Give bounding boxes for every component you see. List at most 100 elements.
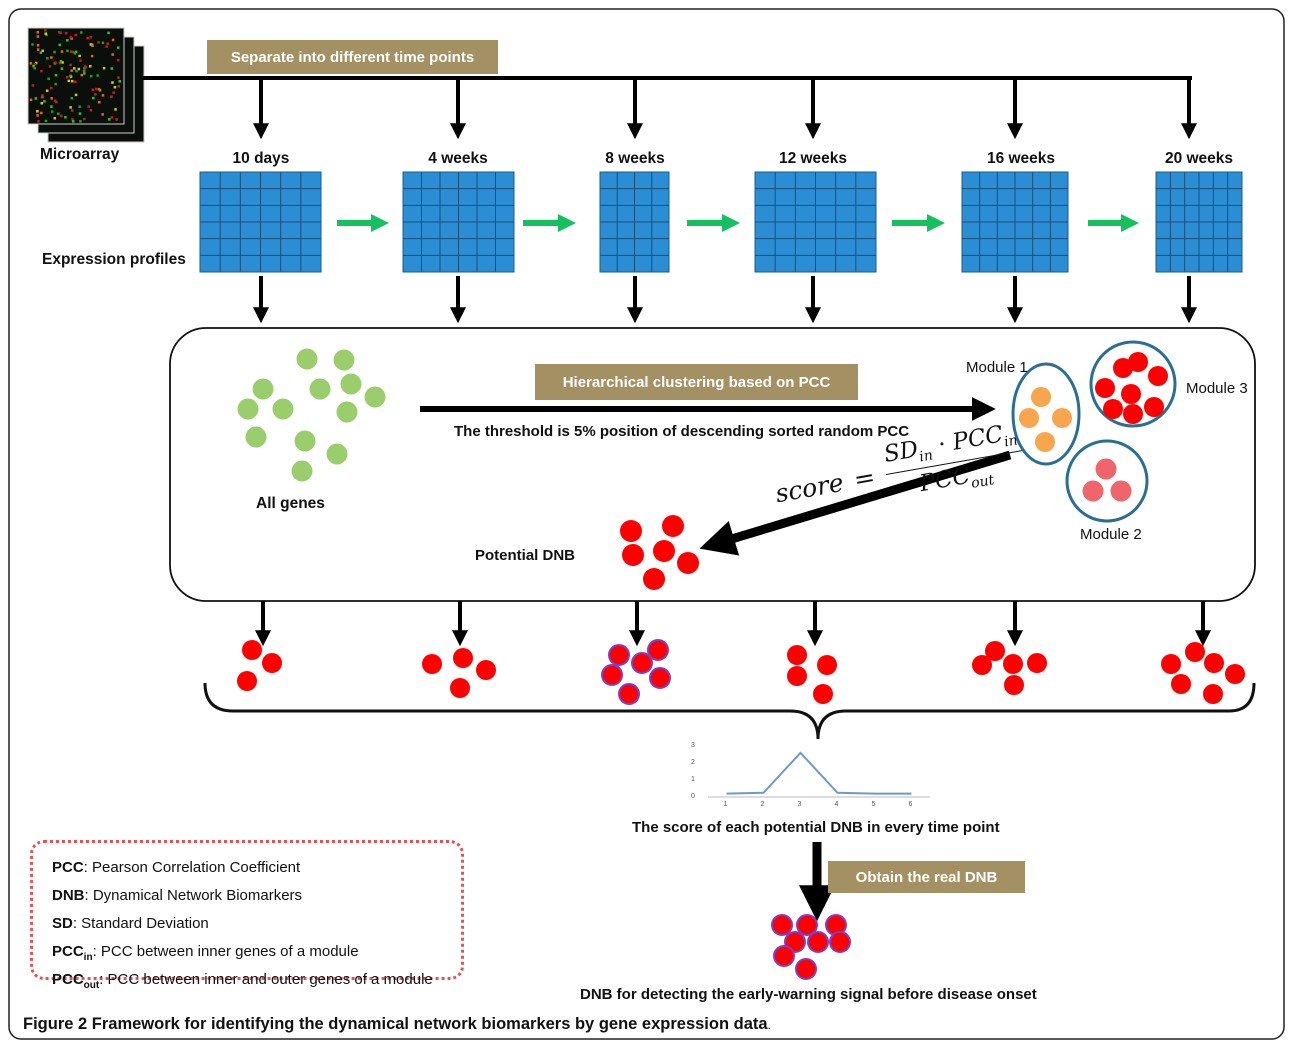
dnb-arrow (699, 450, 1012, 556)
microarray-spot (39, 51, 43, 54)
gene-node (622, 544, 644, 566)
microarray-spot (78, 105, 81, 108)
microarray-spot (41, 95, 44, 99)
microarray-spot (65, 75, 69, 79)
microarray-spot (70, 109, 74, 112)
gene-node (294, 430, 316, 452)
caption-text: Framework for identifying the dynamical … (87, 1015, 768, 1033)
timepoint-label: 4 weeks (428, 150, 488, 167)
gene-node (242, 640, 262, 660)
microarray-spot (48, 65, 52, 68)
gene-node (291, 460, 313, 482)
microarray-spot (50, 56, 53, 59)
microarray-spot (46, 56, 49, 60)
gene-node (237, 671, 257, 691)
gene-node (1031, 387, 1051, 407)
gene-node (813, 684, 833, 704)
y-tick-label: 1 (691, 776, 695, 783)
microarray-spot (61, 61, 64, 64)
microarray-slide (27, 27, 125, 125)
microarray-spot (83, 72, 86, 75)
gene-node (1185, 642, 1205, 662)
module-1-ring (1011, 362, 1081, 466)
microarray-spot (50, 97, 53, 100)
gene-node (1204, 653, 1224, 673)
microarray-spot (36, 35, 40, 38)
timepoint-label: 10 days (232, 150, 290, 167)
timepoint-label: 8 weeks (605, 150, 665, 167)
gene-node (631, 652, 653, 674)
microarray-spot (101, 94, 105, 97)
microarray-spot (31, 43, 34, 46)
microarray-spot (74, 80, 77, 84)
microarray-spot (36, 30, 40, 34)
curly-brace (203, 682, 1256, 740)
gene-node (787, 645, 807, 665)
legend-item: PCCout: PCC between inner and outer gene… (52, 971, 433, 991)
gene-node (1144, 397, 1164, 417)
microarray-spot (74, 50, 78, 54)
gene-node (296, 348, 318, 370)
microarray-spot (45, 89, 49, 92)
microarray-spot (60, 50, 64, 53)
microarray-spot (101, 113, 104, 116)
microarray-spot (79, 120, 82, 123)
gene-node (1171, 674, 1191, 694)
gene-node (1121, 384, 1141, 404)
legend-item: PCC: Pearson Correlation Coefficient (52, 859, 301, 876)
gene-node (272, 398, 294, 420)
microarray-spot (53, 116, 57, 120)
microarray-spot (57, 112, 60, 116)
microarray-spot (112, 91, 115, 94)
gene-node (1203, 684, 1223, 704)
microarray-spot (71, 120, 75, 123)
microarray-spot (50, 110, 54, 113)
gene-node (608, 644, 630, 666)
gene-node (620, 520, 642, 542)
microarray-spot (84, 65, 87, 68)
microarray-spot (86, 36, 89, 40)
microarray-spot (107, 31, 110, 35)
microarray-spot (97, 87, 101, 91)
microarray-spot (92, 96, 95, 100)
y-tick-label: 3 (691, 742, 695, 749)
gene-node (453, 648, 473, 668)
clustering-box (169, 327, 1256, 602)
module-2-label: Module 2 (1080, 526, 1142, 543)
microarray-spot (89, 43, 93, 46)
module-3-label: Module 3 (1186, 380, 1248, 397)
microarray-spot (94, 93, 97, 96)
microarray-spot (116, 46, 120, 49)
gene-node (677, 552, 699, 574)
caption-prefix: Figure 2 (23, 1015, 88, 1033)
microarray-spot (40, 101, 44, 105)
gene-node (817, 655, 837, 675)
gene-node (245, 426, 267, 448)
figure-caption: Figure 2 Framework for identifying the d… (23, 1015, 771, 1033)
timepoint-label: 12 weeks (778, 150, 848, 167)
microarray-spot (36, 48, 40, 51)
gene-node (326, 443, 348, 465)
microarray-spot (33, 66, 36, 70)
score-line (726, 751, 912, 795)
gene-node (252, 378, 274, 400)
microarray-spot (77, 67, 81, 71)
microarray-spot (54, 82, 57, 86)
microarray-spot (40, 69, 43, 73)
gene-node (364, 386, 386, 408)
gene-node (1128, 352, 1148, 372)
legend-item: SD: Standard Deviation (52, 915, 209, 932)
microarray-spot (44, 29, 47, 32)
clustering-banner: Hierarchical clustering based on PCC (535, 364, 858, 400)
microarray-spot (31, 84, 35, 87)
gene-node (237, 398, 259, 420)
gene-node (1027, 653, 1047, 673)
final-dnb-label: DNB for detecting the early-warning sign… (580, 986, 1037, 1003)
microarray-spot (75, 69, 78, 73)
score-plot-caption: The score of each potential DNB in every… (632, 819, 1000, 836)
formula-sd-sub: in (918, 447, 935, 466)
microarray-spot (91, 88, 95, 92)
microarray-spot (66, 49, 69, 53)
microarray-spot (54, 73, 58, 77)
gene-node (262, 653, 282, 673)
